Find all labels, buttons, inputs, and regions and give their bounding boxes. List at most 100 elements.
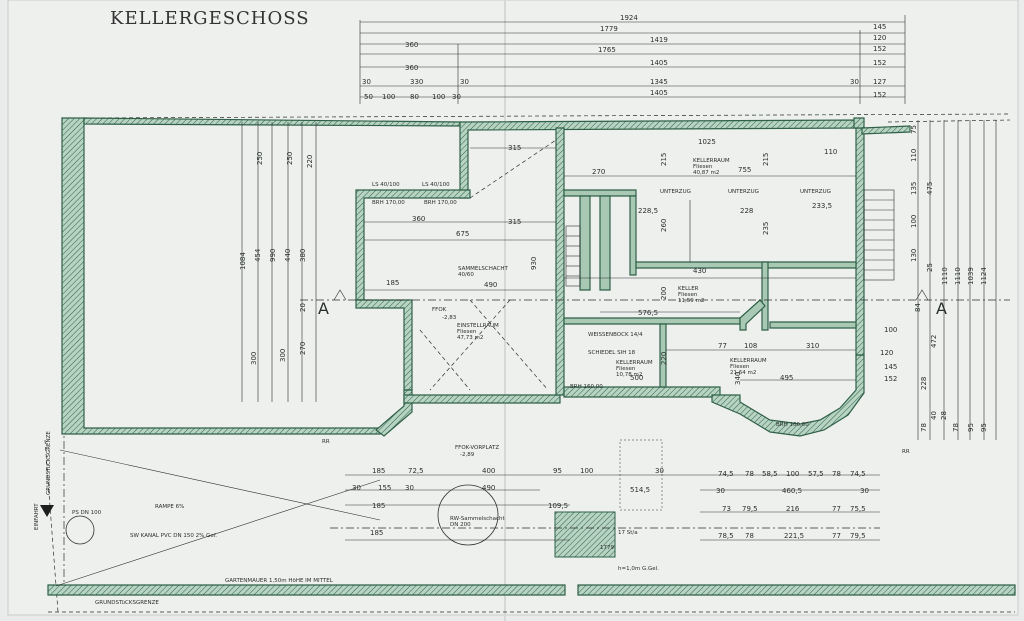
svg-text:185: 185 [386,279,399,287]
svg-text:EINSTELLRAUM: EINSTELLRAUM [457,323,499,329]
kanal-label: SW KANAL PVC DN 150 2% Gef. [130,533,217,539]
interior-guides [300,139,1010,529]
svg-text:75,5: 75,5 [850,505,866,513]
room-kellerraum-2: KELLERRAUM Fliesen 10,78 m2 [616,360,653,378]
svg-text:Fliesen: Fliesen [693,164,713,170]
dim-right-228: 228 [920,377,928,390]
grundstuecksgrenze-vertical: GRUNDSTüCKSGRENZE [46,431,52,495]
svg-text:73: 73 [722,505,731,513]
svg-text:74,5: 74,5 [718,470,734,478]
dim-right-25: 25 [926,263,934,272]
dim-right-110: 110 [910,149,918,162]
room-kellerraum-1: KELLERRAUM Fliesen 40,87 m2 [693,158,730,176]
dim-right-78a: 78 [920,423,928,432]
svg-text:270: 270 [592,168,605,176]
dim-left-380: 380 [299,249,307,262]
svg-text:228: 228 [740,207,753,215]
dim-1405-a: 1405 [650,59,668,67]
svg-text:KELLER: KELLER [678,286,699,292]
einfahrt-arrow-icon [40,505,54,517]
svg-text:145: 145 [884,363,897,371]
dim-100-b: 100 [432,93,445,101]
svg-text:495: 495 [780,374,793,382]
sammelschacht-label: SAMMELSCHACHT [458,266,508,272]
dim-right-75: 75 [910,125,918,134]
svg-text:120: 120 [880,349,893,357]
svg-text:40,87 m2: 40,87 m2 [693,170,719,176]
svg-text:30: 30 [716,487,725,495]
grundstuecksgrenze-label: GRUNDSTüCKSGRENZE [95,600,159,606]
dim-right-127: 127 [873,78,886,86]
svg-text:77: 77 [832,532,841,540]
dim-right-78b: 78 [952,423,960,432]
svg-text:KELLERRAUM: KELLERRAUM [616,360,653,366]
dim-1345: 1345 [650,78,668,86]
section-a-right: A [936,299,947,318]
brh-label-4: BRH 160,00 [776,422,809,428]
svg-text:152: 152 [884,375,897,383]
svg-text:675: 675 [456,230,469,238]
dim-30-b: 30 [460,78,469,86]
svg-text:215: 215 [660,153,668,166]
unterzug-label-1: UNTERZUG [660,189,691,195]
dim-right-120: 120 [873,34,886,42]
dim-30-d: 30 [452,93,461,101]
bottom-dimension-chains: 185 72,5 400 95 100 30 30 155 30 490 185… [345,467,880,541]
room-dimensions: 1025 755 270 315 315 360 675 185 490 228… [386,138,897,385]
svg-text:260: 260 [660,219,668,232]
dim-1405-b: 1405 [650,89,668,97]
svg-text:216: 216 [786,505,800,513]
svg-text:490: 490 [484,281,497,289]
svg-text:58,5: 58,5 [762,470,778,478]
dim-left-270: 270 [299,342,307,355]
dim-right-152-a: 152 [873,45,886,53]
stair-blocks [554,189,895,558]
svg-text:155: 155 [378,484,391,492]
dim-right-95b: 95 [980,423,988,432]
svg-text:310: 310 [806,342,819,350]
room-kellerraum-3: KELLERRAUM Fliesen 21,64 m2 [730,358,767,376]
rampe-label: RAMPE 6% [155,504,184,510]
stair-1779-label: 1779 [600,545,614,551]
svg-text:79,5: 79,5 [742,505,758,513]
svg-text:221,5: 221,5 [784,532,804,540]
svg-text:KELLERRAUM: KELLERRAUM [693,158,730,164]
ps-shaft-icon [65,515,95,545]
ffok-vorplatz-label: FFOK-VORPLATZ [455,445,499,451]
dim-right-95a: 95 [967,423,975,432]
svg-text:185: 185 [370,529,383,537]
top-dimension-chains: 1924 1779 360 1419 1765 360 1405 330 134… [359,14,906,104]
svg-text:100: 100 [884,326,897,334]
svg-text:185: 185 [372,467,385,475]
dim-360-a: 360 [405,41,418,49]
svg-text:430: 430 [693,267,706,275]
svg-text:Fliesen: Fliesen [457,329,477,335]
svg-text:79,5: 79,5 [850,532,866,540]
svg-text:10,78 m2: 10,78 m2 [616,372,642,378]
svg-text:228,5: 228,5 [638,207,658,215]
ls-label-2: LS 40/100 [422,182,450,188]
dim-right-100: 100 [910,215,918,228]
dim-right-472: 472 [930,335,938,348]
gartenmauer-label: GARTENMAUER 1,50m HöHE IM MITTEL [225,578,334,584]
ffok-vorplatz-value: -2,89 [460,452,475,458]
rw-schacht-label: RW-Sammelschacht [450,516,506,522]
site-boundary [44,113,1015,613]
svg-text:30: 30 [405,484,414,492]
svg-text:78: 78 [745,532,754,540]
svg-text:315: 315 [508,144,521,152]
stair-note-label: h=1,0m G.Gel. [618,566,659,572]
svg-text:78,5: 78,5 [718,532,734,540]
dim-right-152-c: 152 [873,91,886,99]
svg-text:109,5: 109,5 [548,502,568,510]
dim-left-300a: 300 [250,352,258,365]
dim-right-145: 145 [873,23,886,31]
rr-label-2: RR [902,449,910,455]
svg-text:74,5: 74,5 [850,470,866,478]
schiedel-label: SCHIEDEL SIH 18 [588,350,636,356]
dim-right-130: 130 [910,249,918,262]
svg-text:100: 100 [786,470,799,478]
dim-1779: 1779 [600,25,618,33]
dim-left-250b: 250 [286,152,294,165]
ffok-value: -2,83 [442,315,457,321]
